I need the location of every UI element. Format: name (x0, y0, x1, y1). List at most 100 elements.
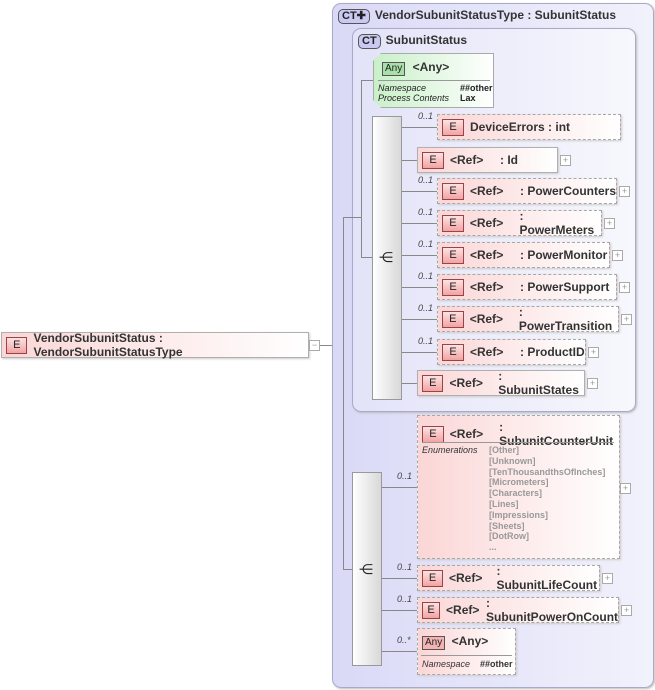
expand-icon[interactable]: + (604, 218, 615, 229)
element-icon: E (442, 246, 464, 264)
namespace-value: ##other (460, 83, 493, 93)
root-element[interactable]: E VendorSubunitStatus : VendorSubunitSta… (1, 331, 309, 359)
element-icon: E (442, 310, 464, 328)
enumeration-value: [Micrometers] (489, 477, 549, 488)
ref-label: <Ref> (469, 312, 504, 326)
element-item[interactable]: E <Ref> : PowerTransition (437, 305, 619, 333)
enumeration-value: [TenThousandthsOfInches] (489, 466, 606, 477)
element-icon: E (422, 151, 444, 169)
element-icon: E (422, 374, 444, 392)
enumeration-value: [Lines] (489, 498, 519, 509)
cardinality: 0..1 (418, 111, 434, 121)
cardinality: 0..1 (418, 303, 434, 313)
expand-icon[interactable]: + (612, 250, 623, 261)
element-icon: E (442, 118, 464, 136)
ref-label: <Ref> (470, 248, 504, 262)
cardinality: 0..1 (418, 175, 434, 185)
root-element-label: VendorSubunitStatus : VendorSubunitStatu… (33, 331, 183, 359)
complex-type-outer-title: CT✚VendorSubunitStatusType : SubunitStat… (338, 8, 616, 24)
enumeration-value: [Characters] (489, 488, 543, 499)
element-item[interactable]: E <Ref> : SubunitStates (417, 369, 585, 397)
element-name: : PowerMeters (519, 209, 595, 237)
ref-label: <Ref> (470, 280, 504, 294)
ref-label: <Ref> (469, 216, 504, 230)
cardinality: 0..1 (418, 336, 434, 346)
element-item[interactable]: E <Ref> : Id (417, 147, 558, 173)
cardinality: 0..1 (397, 471, 413, 481)
sequence-compositor[interactable] (352, 472, 382, 666)
sequence-compositor[interactable] (372, 116, 402, 400)
ref-label: <Ref> (470, 184, 504, 198)
enumeration-value: [Other] (489, 445, 519, 455)
process-contents-value: Lax (460, 93, 476, 103)
element-item[interactable]: E DeviceErrors : int (437, 114, 621, 140)
element-name: : PowerCounters (520, 184, 617, 198)
ref-label: <Ref> (446, 603, 480, 617)
complex-type-extension-icon: CT✚ (338, 9, 370, 24)
enumeration-value: [Impressions] (489, 509, 549, 520)
expand-icon[interactable]: + (602, 573, 613, 584)
expand-icon[interactable]: + (587, 378, 598, 389)
any-label: <Any> (412, 60, 450, 74)
ref-label: <Ref> (470, 345, 504, 359)
namespace-label: Namespace (378, 83, 427, 93)
element-name: : SubunitLifeCount (496, 564, 598, 592)
element-icon: E (442, 278, 464, 296)
element-item[interactable]: E <Ref> : PowerCounters (437, 178, 617, 204)
element-item[interactable]: E <Ref> : ProductID (437, 339, 586, 365)
element-name: : Id (500, 153, 518, 167)
element-icon: E (422, 569, 443, 587)
expand-icon[interactable]: + (620, 483, 631, 494)
sequence-icon: ⋲ (379, 249, 393, 265)
element-item[interactable]: E<Ref>: PowerMeters (437, 209, 602, 237)
element-name: : ProductID (520, 345, 585, 359)
element-icon: E (442, 343, 464, 361)
cardinality: 0..1 (418, 207, 434, 217)
expand-icon[interactable]: + (621, 605, 632, 616)
any-label: <Any> (451, 634, 489, 648)
element-item[interactable]: E <Ref> : PowerMonitor (437, 242, 610, 268)
element-name: : PowerSupport (520, 280, 610, 294)
namespace-label: Namespace (422, 659, 471, 669)
any-icon: Any (422, 636, 446, 650)
element-item[interactable]: E <Ref> : SubunitLifeCount (417, 564, 600, 592)
expand-icon[interactable]: + (619, 186, 630, 197)
enumeration-value: ... (489, 542, 497, 553)
expand-icon[interactable]: + (619, 282, 630, 293)
element-name: : SubunitCounterUnit (499, 420, 614, 448)
enumeration-value: [DotRow] (489, 531, 529, 542)
element-item[interactable]: E <Ref> : PowerSupport (437, 274, 617, 300)
expand-icon[interactable]: + (621, 314, 632, 325)
collapse-icon[interactable]: − (309, 340, 320, 351)
cardinality: 0..1 (418, 271, 434, 281)
element-subunit-counter-unit[interactable]: E <Ref> : SubunitCounterUnit Enumeration… (417, 415, 620, 559)
complex-type-icon: CT (358, 34, 381, 49)
ref-label: <Ref> (449, 376, 483, 390)
element-name: : SubunitPowerOnCount (486, 596, 619, 624)
cardinality: 0..1 (418, 239, 434, 249)
element-name: : PowerTransition (518, 305, 613, 333)
element-icon: E (422, 425, 444, 443)
any-wildcard[interactable]: Any <Any> Namespace ##other Process Cont… (373, 53, 494, 108)
element-icon: E (6, 336, 28, 354)
element-icon: E (442, 182, 464, 200)
any-icon: Any (382, 62, 405, 76)
expand-icon[interactable]: + (560, 155, 571, 166)
element-name: : SubunitStates (498, 369, 579, 397)
enumerations-label: Enumerations (422, 445, 478, 455)
cardinality: 0..1 (397, 562, 413, 572)
sequence-icon: ⋲ (359, 561, 373, 577)
ref-label: <Ref> (448, 571, 483, 585)
enumeration-value: [Sheets] (489, 520, 525, 531)
expand-icon[interactable]: + (588, 347, 599, 358)
element-name: DeviceErrors : int (470, 120, 571, 134)
namespace-value: ##other (480, 659, 513, 669)
any-wildcard-other[interactable]: Any <Any> Namespace ##other (417, 628, 516, 675)
process-contents-label: Process Contents (378, 93, 450, 103)
cardinality: 0..1 (397, 594, 413, 604)
ref-label: <Ref> (450, 153, 484, 167)
element-name: : PowerMonitor (520, 248, 608, 262)
cardinality: 0..* (397, 635, 411, 645)
element-item[interactable]: E<Ref>: SubunitPowerOnCount (417, 596, 619, 624)
